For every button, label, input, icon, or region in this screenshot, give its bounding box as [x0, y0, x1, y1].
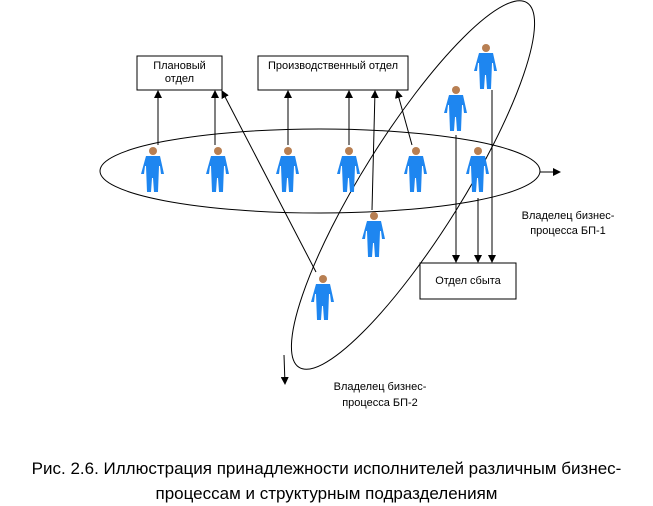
- person-icon: [206, 147, 229, 192]
- person-icon: [141, 147, 164, 192]
- planning-dept-label: Плановый отдел: [153, 60, 206, 85]
- person-icon: [444, 86, 467, 131]
- person-icon: [276, 147, 299, 192]
- caption-line2: процессам и структурным подразделениям: [155, 484, 498, 503]
- bp2-owner-arrow: [280, 354, 289, 385]
- bp1-owner-label-line1: Владелец бизнес-: [521, 210, 615, 222]
- person-icon: [466, 147, 489, 192]
- production-dept-box: [257, 55, 409, 91]
- sales-dept-label: Отдел сбыта: [435, 275, 501, 287]
- planning-dept-box: [136, 55, 223, 91]
- bp1-owner-label-line2: процесса БП-1: [530, 225, 606, 237]
- arrow-to-production: [370, 90, 379, 211]
- bp2-ellipse: [290, 0, 536, 370]
- person-icon: [337, 147, 360, 192]
- arrow-to-production: [395, 90, 413, 146]
- bp2-owner-label-line1: Владелец бизнес-: [333, 381, 427, 393]
- bp2-owner-label-line2: процесса БП-2: [342, 397, 418, 409]
- bp1-ellipse: [99, 128, 541, 214]
- person-icon: [362, 212, 385, 257]
- production-dept-label: Производственный отдел: [267, 60, 399, 72]
- figure-caption: Рис. 2.6. Иллюстрация принадлежности исп…: [0, 456, 653, 506]
- person-icon: [404, 147, 427, 192]
- person-icon: [474, 44, 497, 89]
- sales-dept-box: [419, 262, 517, 300]
- person-icon: [311, 275, 334, 320]
- caption-line1: Рис. 2.6. Иллюстрация принадлежности исп…: [31, 459, 622, 478]
- arrow-to-planning: [221, 90, 317, 273]
